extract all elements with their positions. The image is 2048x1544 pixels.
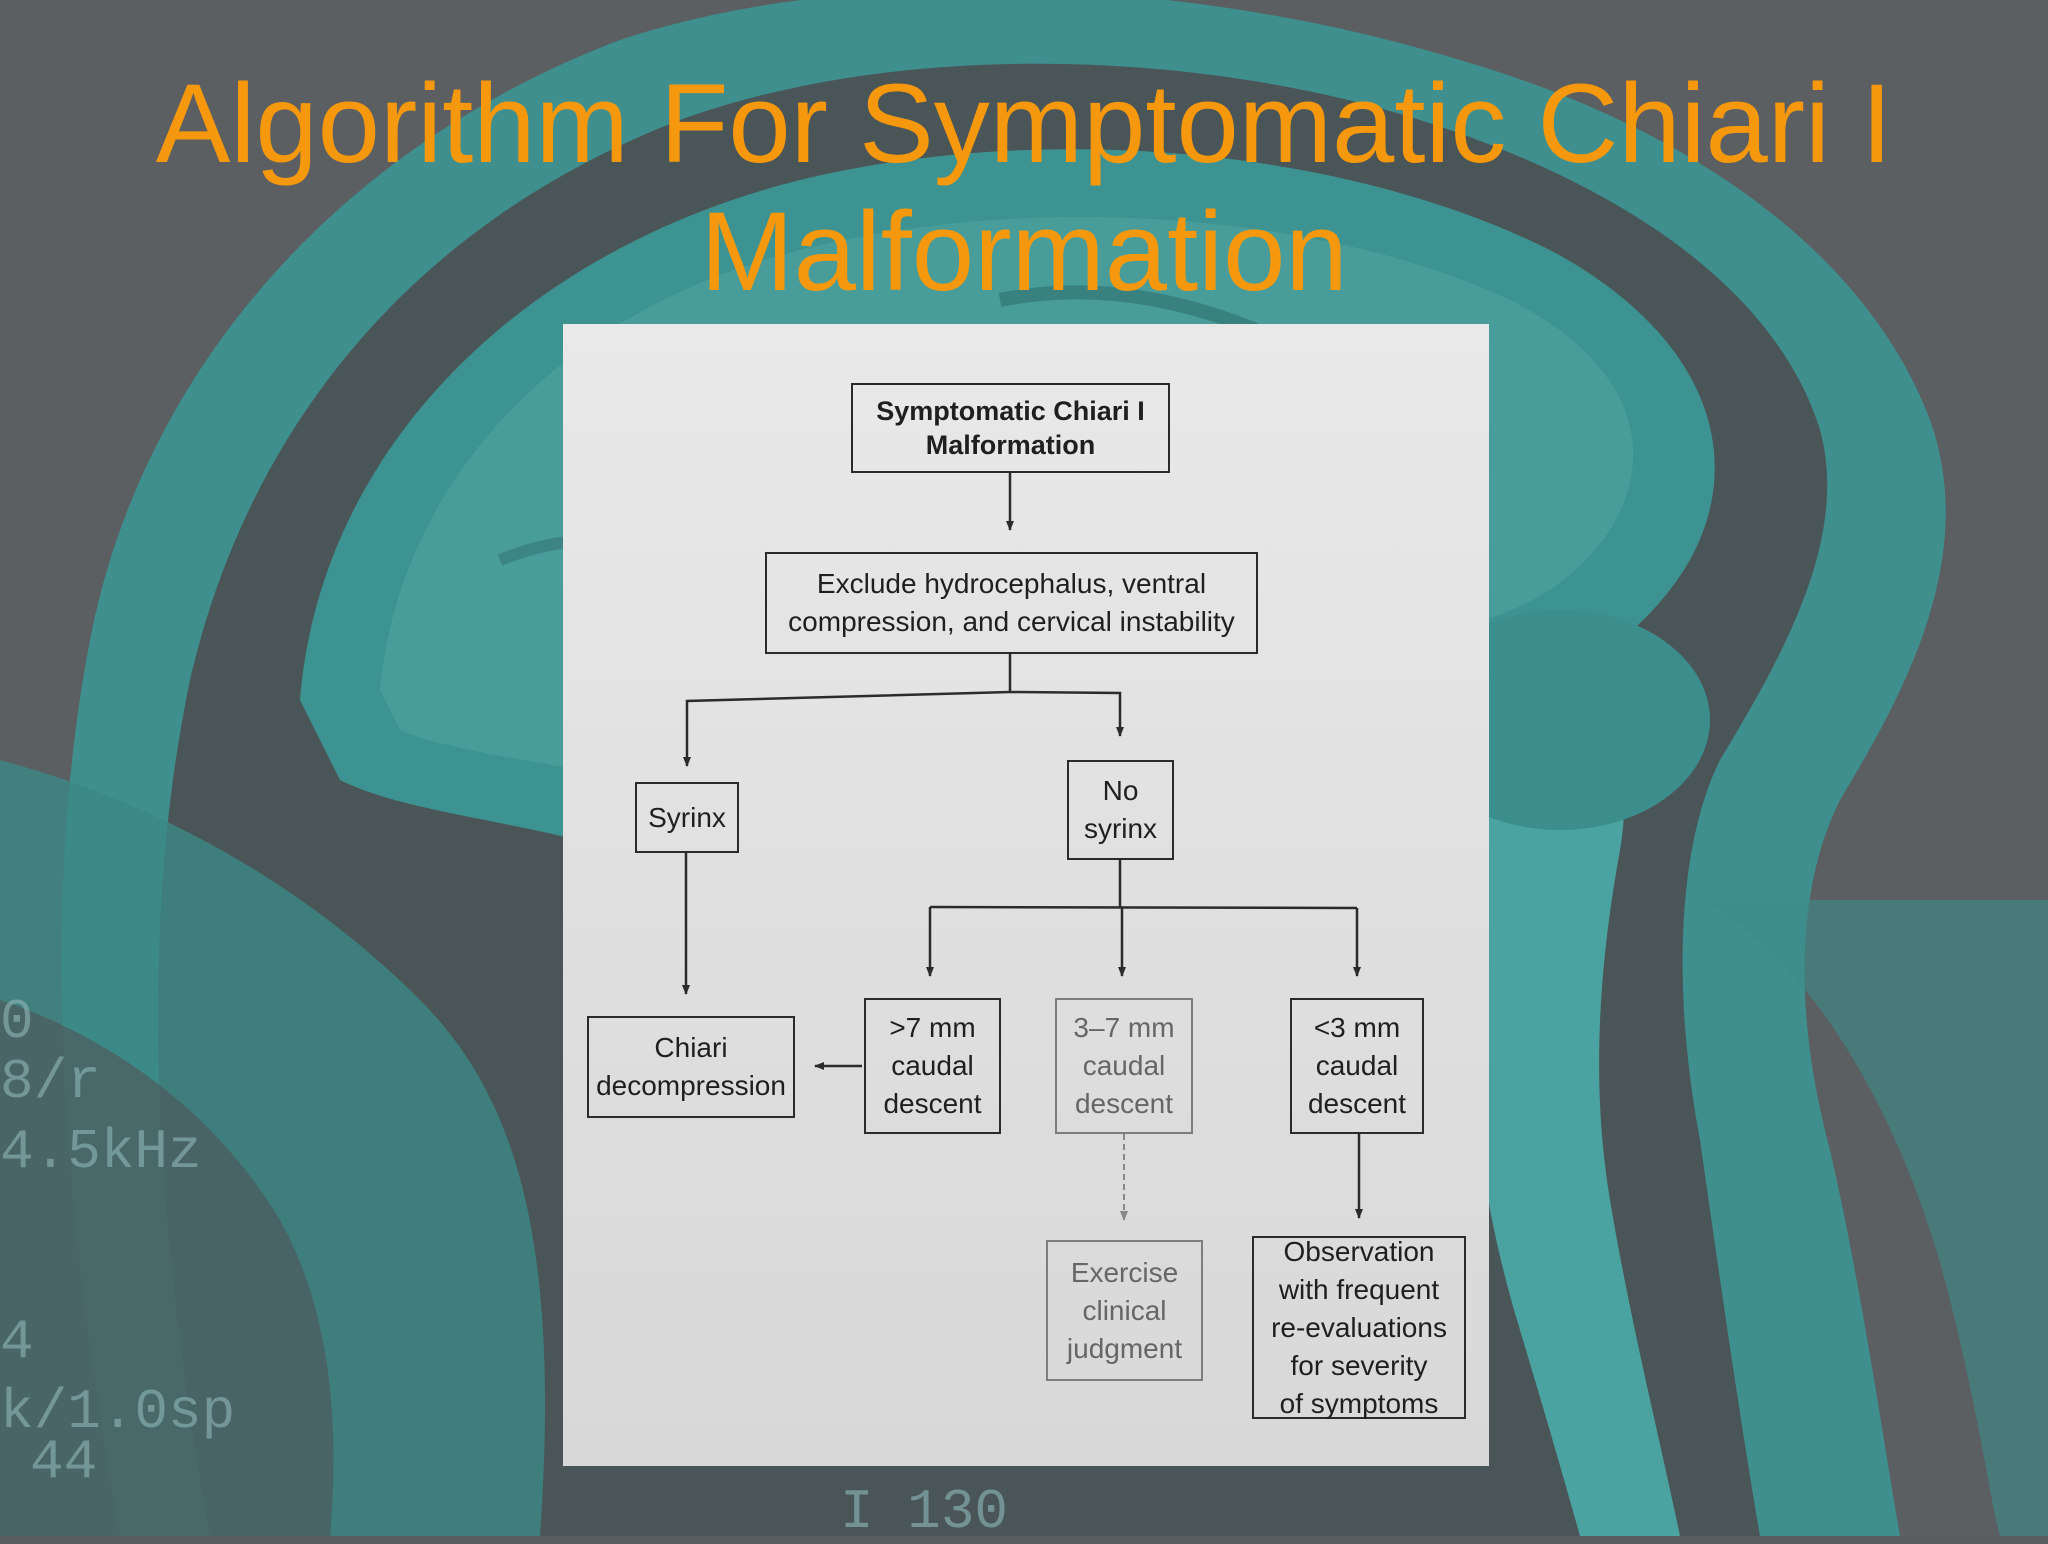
slide-title-line-2: Malformation [700, 189, 1348, 314]
flowchart-edges [682, 472, 1363, 1221]
edge-to-syrinx [683, 690, 1011, 767]
slide-title-line-1: Algorithm For Symptomatic Chiari I [155, 61, 1893, 186]
edge-to-no-syrinx [1009, 690, 1124, 737]
edge-branch-bar [929, 905, 1358, 910]
node-syrinx: Syrinx [635, 782, 739, 853]
slide-title: Algorithm For Symptomatic Chiari I Malfo… [0, 60, 2048, 316]
